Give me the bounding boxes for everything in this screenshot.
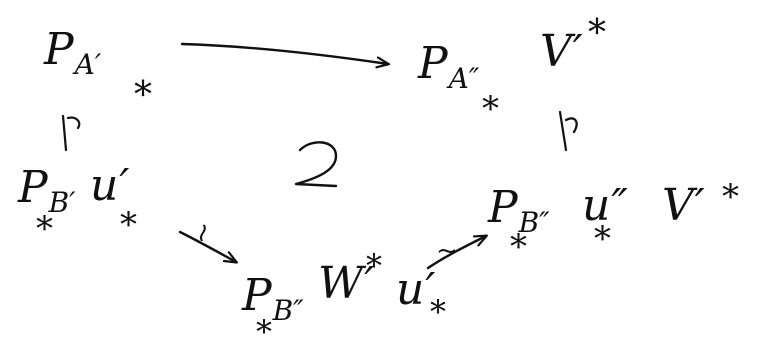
- left-vertical-iso: [61, 114, 81, 152]
- node-bottom-extra2: u′: [396, 264, 437, 315]
- node-top-left-sub: A′: [74, 48, 102, 81]
- node-top-right-base: P: [418, 38, 449, 89]
- node-top-left-base: P: [44, 24, 75, 75]
- node-bottom-extra: W′: [318, 258, 376, 309]
- node-mid-left-extra-star: *: [120, 205, 138, 245]
- node-mid-left-sub: B′: [48, 186, 76, 219]
- center-commutes-icon: [294, 141, 338, 188]
- arrow-bottom-right-label: ~: [436, 236, 458, 266]
- node-bottom-extra-star: *: [366, 247, 383, 285]
- node-top-left-star: *: [134, 75, 153, 116]
- node-top-right-extra: V′: [540, 26, 584, 77]
- node-mid-right-base: P: [488, 182, 519, 233]
- node-bottom-base: P: [242, 270, 273, 321]
- node-mid-right-extra2-star: *: [722, 177, 740, 217]
- node-bottom-sub: B″: [272, 294, 304, 327]
- right-vertical-iso: [558, 110, 578, 152]
- arrow-bottom-left-label: ≀: [196, 218, 206, 248]
- node-mid-left-base: P: [18, 162, 49, 213]
- arrow-bottom-right: [426, 236, 486, 270]
- node-mid-left: PB′: [18, 166, 76, 217]
- node-bottom-star: *: [256, 313, 273, 351]
- node-mid-right-extra: u″: [582, 180, 629, 231]
- node-top-right-sub: A″: [448, 62, 480, 95]
- node-top-right-extra-star: *: [588, 13, 607, 54]
- node-bottom: PB″: [242, 274, 304, 325]
- arrow-top: [180, 42, 388, 64]
- arrow-bottom-left: [178, 230, 236, 262]
- node-bottom-extra2-star: *: [430, 293, 447, 331]
- node-mid-right-extra2: V′: [662, 180, 706, 231]
- node-mid-right-star: *: [510, 227, 528, 267]
- node-top-right: PA″: [418, 42, 479, 93]
- node-top-left: PA′: [44, 28, 101, 79]
- node-top-right-star: *: [482, 89, 500, 129]
- node-mid-left-extra: u′: [90, 160, 131, 211]
- node-mid-right: PB″: [488, 186, 550, 237]
- node-mid-right-extra-star: *: [594, 219, 612, 259]
- node-mid-left-star: *: [36, 209, 54, 249]
- node-mid-right-sub: B″: [518, 206, 550, 239]
